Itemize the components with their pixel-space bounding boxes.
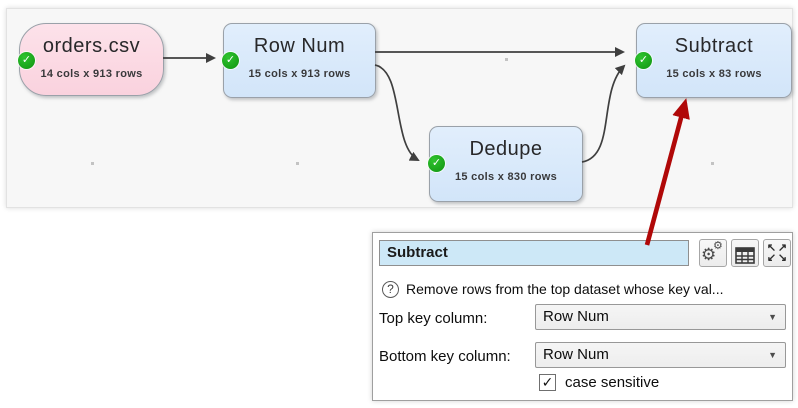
status-ok-icon: ✓ (18, 52, 35, 69)
grid-dot (91, 162, 94, 165)
status-ok-icon: ✓ (222, 52, 239, 69)
status-ok-icon: ✓ (428, 155, 445, 172)
transform-description: Remove rows from the top dataset whose k… (406, 281, 724, 297)
grid-dot (296, 162, 299, 165)
chevron-down-icon: ▼ (768, 350, 777, 360)
node-subtitle: 14 cols x 913 rows (40, 68, 143, 80)
top-key-column-select[interactable]: Row Num ▼ (535, 304, 786, 330)
chevron-down-icon: ▼ (768, 312, 777, 322)
gear-icon: ⚙ (701, 245, 717, 264)
node-subtract[interactable]: ✓ Subtract 15 cols x 83 rows (635, 23, 792, 98)
table-view-button[interactable] (731, 239, 759, 267)
node-title: Dedupe (469, 138, 543, 160)
node-subtitle: 15 cols x 913 rows (248, 68, 351, 80)
settings-button[interactable]: ⚙ ⚙ (699, 239, 727, 267)
gear-icon: ⚙ (713, 240, 723, 252)
transform-name-input[interactable]: Subtract (379, 240, 689, 266)
flow-canvas[interactable]: ✓ orders.csv 14 cols x 913 rows ✓ Row Nu… (6, 8, 793, 208)
grid-dot (711, 162, 714, 165)
node-title: Row Num (253, 35, 346, 57)
node-title: Subtract (674, 35, 754, 57)
node-subtitle: 15 cols x 830 rows (454, 171, 557, 183)
grid-dot (505, 58, 508, 61)
bottom-key-column-select[interactable]: Row Num ▼ (535, 342, 786, 368)
case-sensitive-label: case sensitive (565, 374, 660, 391)
node-title: orders.csv (42, 35, 141, 57)
node-subtitle: 15 cols x 83 rows (666, 68, 762, 80)
selected-value: Row Num (543, 308, 609, 325)
node-orders-csv[interactable]: ✓ orders.csv 14 cols x 913 rows (18, 23, 164, 96)
selected-value: Row Num (543, 346, 609, 363)
transform-properties-panel: Subtract ⚙ ⚙ ↖↗↙↘ ? Remove rows from the… (372, 232, 793, 401)
top-key-column-label: Top key column: (379, 310, 488, 327)
case-sensitive-checkbox[interactable]: ✓ (539, 374, 556, 391)
expand-arrows-icon: ↖↗↙↘ (766, 242, 788, 264)
help-icon[interactable]: ? (382, 281, 399, 298)
status-ok-icon: ✓ (635, 52, 652, 69)
maximize-button[interactable]: ↖↗↙↘ (763, 239, 791, 267)
node-row-num[interactable]: ✓ Row Num 15 cols x 913 rows (222, 23, 376, 98)
case-sensitive-row: ✓ case sensitive (373, 373, 792, 395)
table-icon (735, 246, 755, 264)
node-dedupe[interactable]: ✓ Dedupe 15 cols x 830 rows (428, 126, 583, 202)
description-row: ? Remove rows from the top dataset whose… (373, 279, 792, 303)
bottom-key-column-label: Bottom key column: (379, 348, 511, 365)
